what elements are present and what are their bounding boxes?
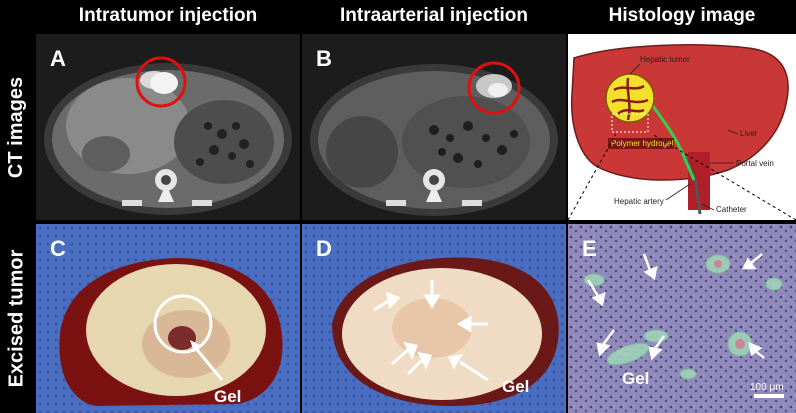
row-label-excised: Excised tumor [5,249,28,388]
photo-c: Gel [36,224,300,413]
panel-b-ct-intraarterial: B [302,34,566,220]
header-histology: Histology image [568,0,796,32]
label-gel-c: Gel [214,387,241,406]
header-intratumor: Intratumor injection [36,0,300,32]
scale-bar-label: 100 μm [750,382,784,393]
panel-liver-schematic: Hepatic tumor Polymer hydrogel Liver Por… [568,34,796,220]
histology-image: Gel 100 μm [568,224,796,413]
label-hepatic-artery: Hepatic artery [614,197,664,206]
ct-scan-b [310,61,558,216]
label-hepatic-tumor: Hepatic tumor [640,55,690,64]
panel-label-d: D [316,236,332,261]
portal-vein [688,152,710,210]
panel-d-excised-intraarterial: Gel D [302,224,566,413]
panel-a-ct-intratumor: A [36,34,300,220]
panel-label-e: E [582,236,597,261]
label-liver: Liver [740,129,758,138]
label-gel-d: Gel [502,377,529,396]
panel-label-b: B [316,46,332,71]
label-portal-vein: Portal vein [736,159,774,168]
row-label-ct: CT images [5,76,28,178]
highlight-circle-a [135,56,187,108]
panel-e-histology: Gel 100 μm E [568,224,796,413]
highlight-circle-b [467,61,521,115]
gel-circle-c [153,294,213,354]
scale-bar [754,394,784,398]
label-catheter: Catheter [716,205,747,214]
liver-schematic-svg: Hepatic tumor Polymer hydrogel Liver Por… [568,44,796,220]
photo-d: Gel [302,224,566,413]
panel-c-excised-intratumor: Gel C [36,224,300,413]
label-gel-e: Gel [622,369,649,388]
header-intraarterial: Intraarterial injection [302,0,566,32]
panel-label-c: C [50,236,66,261]
panel-label-a: A [50,46,66,71]
label-polymer-hydrogel: Polymer hydrogel [611,139,673,148]
ct-scan-a [44,56,292,215]
